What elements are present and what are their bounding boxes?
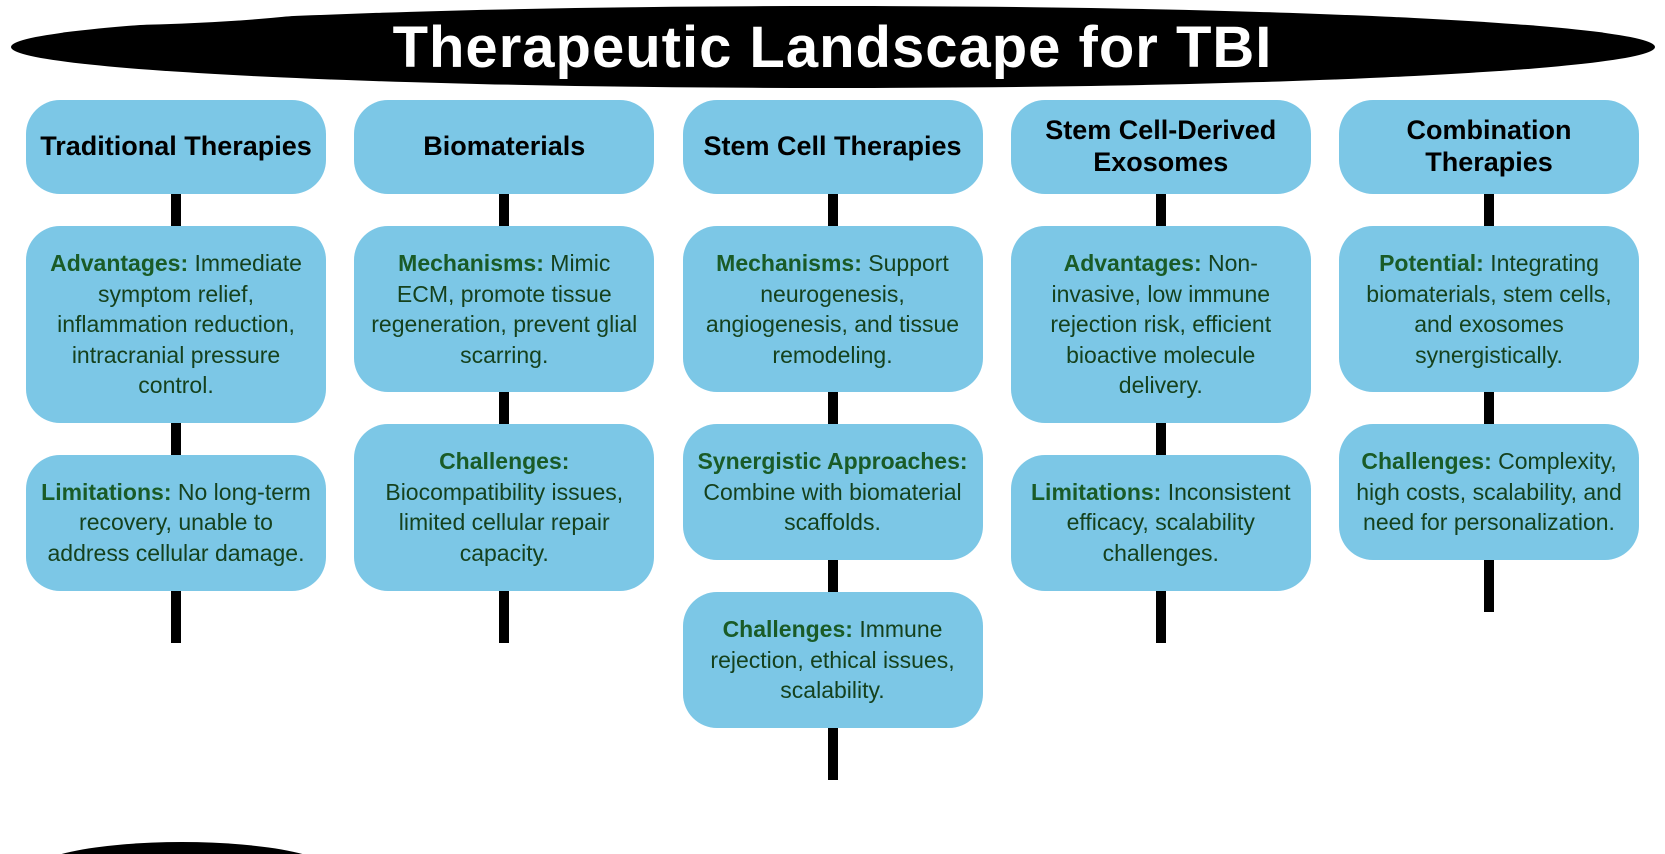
content-bubble: Mechanisms: Mimic ECM, promote tissue re… — [354, 226, 655, 393]
content-bubble: Limitations: Inconsistent efficacy, scal… — [1010, 454, 1311, 591]
bubble-label: Advantages: — [50, 250, 189, 276]
content-bubble: Limitations: No long-term recovery, unab… — [26, 454, 326, 591]
connector-stub — [499, 590, 510, 643]
title-banner: Therapeutic Landscape for TBI — [10, 6, 1655, 88]
connector-line — [827, 392, 838, 425]
bubble-label: Challenges: — [1361, 448, 1492, 475]
connector-line — [827, 194, 838, 226]
connector-line — [1155, 194, 1166, 226]
column-header-bubble: Biomaterials — [354, 100, 655, 194]
connector-line — [499, 194, 510, 226]
bubble-text: Potential: Integrating biomaterials, ste… — [1366, 250, 1612, 368]
bubble-text: Limitations: No long-term recovery, unab… — [41, 478, 311, 567]
connector-line — [171, 422, 181, 455]
column-header-bubble: Combination Therapies — [1339, 100, 1639, 194]
bubble-label: Limitations: — [1031, 478, 1162, 505]
column-header-bubble: Stem Cell-Derived Exosomes — [1010, 100, 1311, 194]
column-header-label: Combination Therapies — [1406, 115, 1572, 177]
bubble-label: Limitations: — [41, 478, 172, 505]
content-bubble: Challenges: Immune rejection, ethical is… — [682, 592, 983, 728]
connector-line — [827, 560, 838, 593]
bubble-label: Challenges: — [439, 448, 570, 475]
bubble-text: Challenges: Biocompatibility issues, lim… — [385, 448, 624, 567]
therapy-column: Stem Cell-Derived Exosomes Advantages: N… — [1010, 100, 1311, 780]
bubble-label: Challenges: — [722, 616, 853, 643]
therapy-column: Stem Cell Therapies Mechanisms: Support … — [682, 100, 983, 780]
bubble-text: Mechanisms: Support neurogenesis, angiog… — [705, 250, 960, 368]
therapy-column: Biomaterials Mechanisms: Mimic ECM, prom… — [354, 100, 655, 780]
column-header-label: Stem Cell-Derived Exosomes — [1045, 115, 1277, 177]
content-bubble: Challenges: Biocompatibility issues, lim… — [354, 424, 655, 591]
connector-stub — [171, 590, 181, 643]
bubble-text: Synergistic Approaches: Combine with bio… — [697, 448, 968, 536]
connector-line — [499, 392, 510, 425]
therapy-column: Combination Therapies Potential: Integra… — [1339, 100, 1639, 780]
bubble-text: Challenges: Complexity, high costs, scal… — [1356, 448, 1622, 536]
content-bubble: Advantages: Non-invasive, low immune rej… — [1010, 226, 1311, 423]
bubble-label: Mechanisms: — [716, 250, 862, 276]
column-header-bubble: Stem Cell Therapies — [682, 100, 983, 194]
connector-stub — [1155, 590, 1166, 643]
connector-stub — [1484, 560, 1494, 613]
bubble-text: Advantages: Non-invasive, low immune rej… — [1050, 250, 1272, 399]
column-header-bubble: Traditional Therapies — [26, 100, 326, 194]
column-header-label: Stem Cell Therapies — [703, 131, 962, 162]
connector-line — [171, 194, 181, 226]
bubble-label: Advantages: — [1063, 250, 1202, 276]
bubble-label: Synergistic Approaches: — [697, 448, 968, 475]
content-bubble: Advantages: Immediate symptom relief, in… — [26, 226, 326, 423]
connector-line — [1484, 194, 1494, 226]
bubble-text: Limitations: Inconsistent efficacy, scal… — [1031, 478, 1291, 567]
bottom-banner-partial — [26, 842, 338, 854]
bubble-text: Advantages: Immediate symptom relief, in… — [50, 250, 302, 399]
bubble-text: Mechanisms: Mimic ECM, promote tissue re… — [371, 250, 638, 368]
content-bubble: Synergistic Approaches: Combine with bio… — [682, 424, 983, 561]
page-title: Therapeutic Landscape for TBI — [392, 14, 1273, 80]
therapy-column: Traditional Therapies Advantages: Immedi… — [26, 100, 326, 780]
bubble-label: Potential: — [1379, 250, 1484, 276]
column-header-label: Biomaterials — [423, 131, 586, 162]
content-bubble: Challenges: Complexity, high costs, scal… — [1339, 424, 1639, 561]
bubble-text: Challenges: Immune rejection, ethical is… — [710, 616, 955, 704]
content-bubble: Potential: Integrating biomaterials, ste… — [1339, 226, 1639, 393]
columns-container: Traditional Therapies Advantages: Immedi… — [0, 88, 1665, 780]
connector-stub — [827, 727, 838, 780]
bubble-label: Mechanisms: — [398, 250, 544, 276]
content-bubble: Mechanisms: Support neurogenesis, angiog… — [682, 226, 983, 393]
connector-line — [1155, 422, 1166, 455]
column-header-label: Traditional Therapies — [40, 131, 312, 162]
connector-line — [1484, 392, 1494, 425]
